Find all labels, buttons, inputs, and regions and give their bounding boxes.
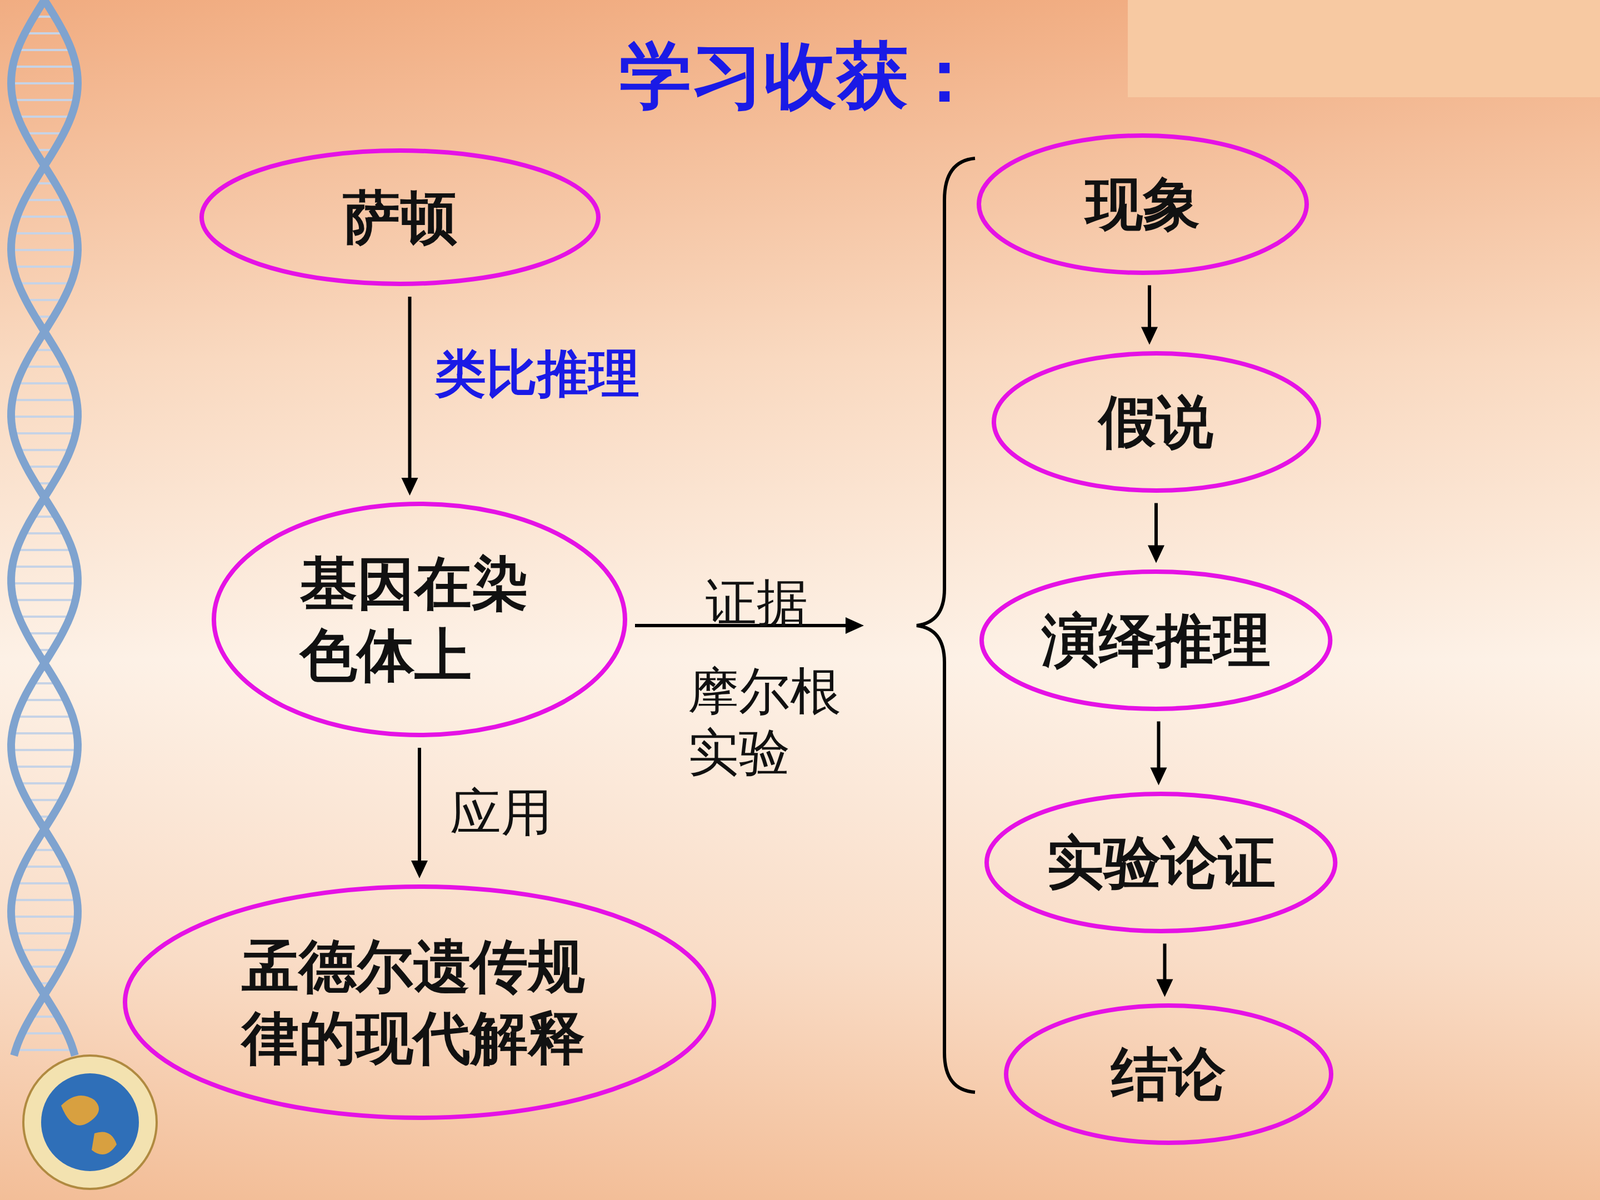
node-text: 萨顿 [342,181,458,254]
dna-helix [11,0,78,1056]
ellipse-node: 萨顿 [198,147,602,287]
edge-label: 类比推理 [435,343,640,405]
node-text: 孟德尔遗传规律的现代解释 [241,930,598,1074]
ellipse-node: 结论 [1003,1002,1334,1146]
ellipse-node: 孟德尔遗传规律的现代解释 [122,883,717,1121]
ellipse-outline [122,883,717,1121]
corner-panel [1127,0,1600,98]
arrow-connector [1141,285,1158,345]
arrow-connector [401,296,419,496]
arrow-connector [1147,503,1165,564]
node-text: 演绎推理 [1041,604,1271,677]
ellipse-node: 现象 [976,132,1310,276]
arrow-connector [1150,721,1167,786]
arrow-label: 摩尔根实验 [687,661,849,784]
ellipse-outline [211,501,628,738]
ellipse-node: 实验论证 [983,791,1338,934]
node-text: 假说 [1098,386,1214,458]
node-text: 结论 [1111,1038,1226,1110]
ellipse-node: 基因在染色体上 [211,501,628,738]
ellipse-node: 假说 [991,350,1322,494]
globe-logo [23,1055,157,1189]
title: 学习收获： [0,27,1600,126]
node-text: 基因在染色体上 [300,547,539,692]
node-text: 现象 [1085,168,1200,240]
arrow-connector [411,747,428,879]
bracket [916,158,975,1093]
edge-label: 应用 [450,782,553,844]
ellipse-node: 演绎推理 [978,568,1333,712]
arrow-label: 证据 [705,572,808,634]
arrow-connector [1156,943,1173,998]
node-text: 实验论证 [1046,826,1276,899]
